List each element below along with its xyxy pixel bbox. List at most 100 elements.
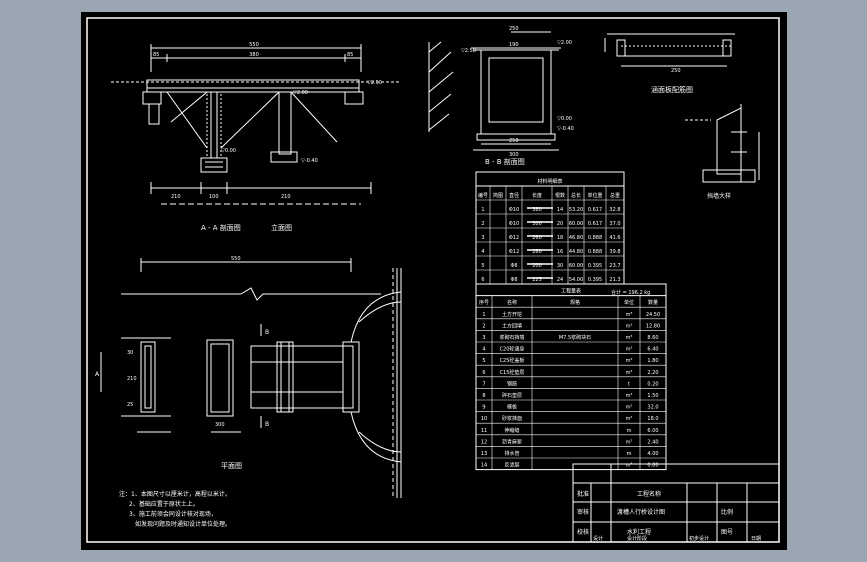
tb-r2c2: 渡槽人行桥设计图 [617, 508, 665, 516]
aa-bottom-mid-dim: 100 [209, 194, 219, 200]
qty-cell: m³ [626, 393, 633, 399]
qty-cell: M7.5浆砌块石 [559, 334, 591, 341]
section-bb-view [428, 31, 561, 151]
drawing-border [86, 17, 780, 543]
qty-cell: 24.50 [646, 312, 660, 318]
qty-cell: m² [626, 405, 633, 411]
tb-r2c1: 审核 [577, 508, 589, 516]
qty-cell: 10 [481, 416, 487, 422]
qty-cell: 9 [482, 405, 485, 411]
qty-cell: 0.80 [647, 463, 658, 469]
aa-right-dim: 85 [347, 52, 353, 58]
qty-cell: 1.80 [647, 358, 658, 364]
qty-cell: m³ [626, 347, 633, 353]
plan-a3-dim: 25 [127, 402, 133, 408]
bb-top-dim: 250 [509, 26, 519, 32]
qty-cell: 2 [482, 323, 485, 329]
mat-cell: Φ8 [510, 263, 517, 269]
mat-header-cell: 单位重 [587, 192, 602, 199]
mat-cell: 5 [481, 263, 484, 269]
level-l2: ▽2.00 [293, 90, 308, 96]
qty-cell: 8.60 [647, 335, 658, 341]
tb-r4c4: 日期 [751, 536, 761, 542]
mat-cell: 21.3 [609, 277, 620, 283]
qty-title: 工程量表 [561, 288, 581, 295]
mat-cell: 1 [481, 207, 484, 213]
mat-cell: 37.0 [609, 221, 620, 227]
level-l7: ▽0.00 [557, 116, 572, 122]
tb-r4c1: 设计 [593, 535, 603, 542]
mat-cell: 2 [481, 221, 484, 227]
mat-cell: 6 [481, 277, 484, 283]
mat-cell: 32.8 [609, 207, 620, 213]
mat-cell: 380 [532, 207, 542, 213]
tb-r3c1: 校核 [577, 528, 589, 536]
retaining-wall-view [685, 104, 760, 183]
elevation-caption: 立面图 [271, 223, 292, 232]
mat-cell: 54.00 [569, 277, 583, 283]
mat-header-cell: 直径 [509, 192, 519, 199]
qty-header-cell: 规格 [570, 299, 580, 306]
qty-cell: 4 [482, 347, 485, 353]
mat-cell: 280 [532, 249, 542, 255]
qty-header-cell: 序号 [479, 299, 489, 306]
aa-bottom-left-dim: 210 [171, 194, 181, 200]
qty-cell: 2.40 [647, 439, 658, 445]
level-l6: ▽2.50 [461, 48, 476, 54]
qty-cell: 沥青麻絮 [502, 438, 522, 445]
aa-left-dim: 85 [153, 52, 159, 58]
note-line-1: 注：1、本图尺寸以厘米计，高程以米计。 [119, 490, 231, 498]
rebar-length-dim: 250 [671, 68, 681, 74]
wall-caption: 挡墙大样 [707, 192, 731, 200]
tb-r1c2: 工程名称 [637, 490, 661, 498]
qty-cell: m³ [626, 463, 633, 469]
level-l5: ▽2.00 [557, 40, 572, 46]
level-l8: ▽-0.40 [557, 126, 574, 132]
mat-cell: 300 [532, 221, 542, 227]
qty-cell: 6.40 [647, 347, 658, 353]
rebar-caption: 涵面板配筋图 [651, 85, 693, 94]
mat-cell: 200 [532, 263, 542, 269]
qty-cell: t [628, 381, 630, 387]
tb-r1c1: 批准 [577, 490, 589, 498]
qty-cell: 6.00 [647, 428, 658, 434]
qty-cell: C15砼垫层 [500, 369, 525, 376]
plan-b-dim: 300 [215, 422, 225, 428]
qty-cell: 2.20 [647, 370, 658, 376]
qty-cell: 1 [482, 312, 485, 318]
qty-cell: 0.20 [647, 381, 658, 387]
qty-cell: C20砼涵身 [500, 346, 525, 353]
mat-cell: 46.80 [569, 235, 583, 241]
level-l1: ▽2.50 [367, 80, 382, 86]
section-aa-caption: A - A 剖面图 [201, 223, 241, 232]
qty-cell: m³ [626, 323, 633, 329]
plan-view [100, 258, 402, 498]
qty-cell: 5 [482, 358, 485, 364]
mat-cell: 16 [557, 249, 563, 255]
qty-cell: m [627, 451, 632, 457]
qty-cell: m² [626, 439, 633, 445]
aa-bottom-right-dim: 210 [281, 194, 291, 200]
tb-r3c3: 图号 [721, 529, 733, 536]
mat-cell: 14 [557, 207, 563, 213]
mat-cell: 0.888 [588, 235, 602, 241]
qty-cell: 反滤层 [504, 462, 519, 469]
qty-cell: 8 [482, 393, 485, 399]
level-l3: ▽0.00 [221, 148, 236, 154]
mat-cell: 23.7 [609, 263, 620, 269]
mat-title: 材料明细表 [537, 178, 562, 185]
qty-cell: 伸缩缝 [504, 427, 519, 434]
plan-a1-dim: 30 [127, 350, 133, 356]
mat-cell: 60.00 [569, 221, 583, 227]
drawing-sheet: 550 85 380 85 210 100 210 ▽2.50 ▽2.00 ▽0… [81, 12, 787, 550]
mat-cell: 4 [481, 249, 484, 255]
qty-cell: 1.50 [647, 393, 658, 399]
plan-top-dim: 550 [231, 256, 241, 262]
mat-cell: Φ10 [509, 207, 519, 213]
tb-r3c2: 水利工程 [627, 528, 651, 536]
mat-cell: 20 [557, 221, 563, 227]
qty-cell: m³ [626, 358, 633, 364]
mat-cell: 0.888 [588, 249, 602, 255]
mat-cell: Φ12 [509, 235, 519, 241]
